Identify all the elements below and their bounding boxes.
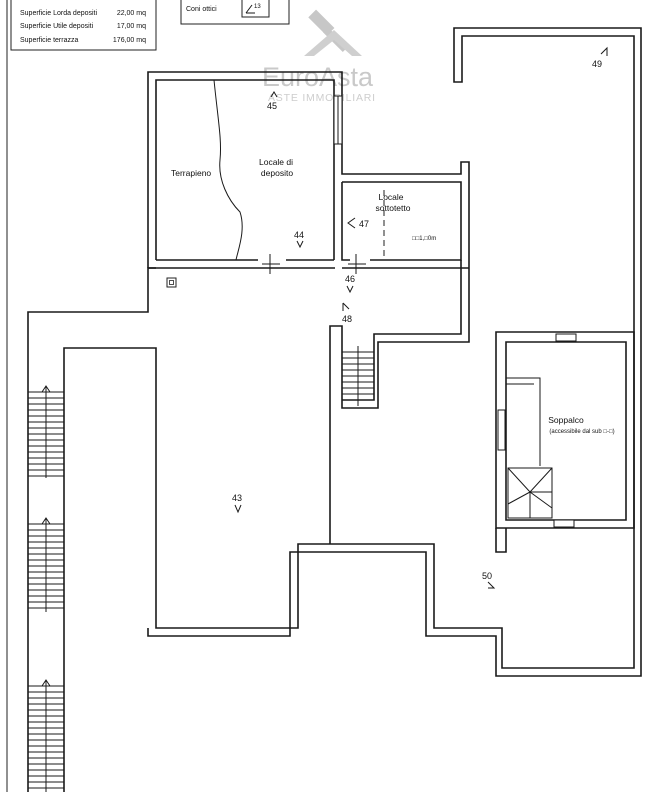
viewpoint-50: 50: [482, 571, 496, 589]
stair-soppalco: [507, 467, 553, 519]
embankment-boundary: [213, 79, 243, 261]
legend-row-value-3: 176,00 mq: [113, 37, 146, 44]
svg-text:47: 47: [359, 219, 369, 229]
svg-text:46: 46: [345, 274, 355, 284]
room-label-deposito-2: deposito: [261, 168, 293, 178]
door-markers: [262, 254, 366, 274]
svg-text:43: 43: [232, 493, 242, 503]
svg-text:50: 50: [482, 571, 492, 581]
room-label-sottotetto-2: sottotetto: [376, 203, 411, 213]
cone-legend: Coni ottici 13: [180, 0, 290, 25]
watermark-tagline: ASTE IMMOBILIARI: [268, 92, 376, 104]
stair-center: [342, 346, 374, 406]
watermark-brand: EuroAsta: [262, 62, 374, 92]
svg-text:44: 44: [294, 230, 304, 240]
gavel-icon: [304, 9, 362, 56]
viewpoint-48: 48: [342, 302, 352, 324]
room-label-sottotetto-1: Locale: [378, 192, 403, 202]
euroasta-watermark: EuroAsta ASTE IMMOBILIARI: [262, 9, 376, 104]
room-note-soppalco: (accessibile dal sub □-□): [549, 429, 614, 435]
legend-row-value-2: 17,00 mq: [117, 23, 146, 30]
legend-row-label-1: Superficie Lorda depositi: [20, 10, 97, 17]
svg-text:48: 48: [342, 314, 352, 324]
cone-legend-label: Coni ottici: [186, 6, 217, 13]
viewpoint-45: 45: [267, 91, 278, 111]
svg-text:49: 49: [592, 59, 602, 69]
surface-legend: Superficie Lorda depositi 22,00 mq Super…: [10, 0, 157, 51]
legend-row-label-3: Superficie terrazza: [20, 37, 78, 44]
column-square: [166, 277, 177, 288]
svg-text:45: 45: [267, 101, 277, 111]
cone-legend-number: 13: [254, 4, 261, 10]
room-height-sottotetto: □□1,□0m: [412, 236, 436, 242]
room-label-terrapieno: Terrapieno: [171, 168, 211, 178]
viewpoint-47: 47: [347, 217, 369, 229]
viewpoint-44: 44: [294, 230, 304, 249]
room-label-deposito-1: Locale di: [259, 157, 293, 167]
viewpoint-46: 46: [345, 274, 355, 294]
room-label-soppalco: Soppalco: [548, 415, 584, 425]
walls: [27, 27, 642, 792]
stair-left: [28, 385, 64, 792]
viewpoint-49: 49: [592, 46, 608, 69]
legend-row-value-1: 22,00 mq: [117, 10, 146, 17]
legend-row-label-2: Superficie Utile depositi: [20, 23, 94, 30]
viewpoint-43: 43: [232, 493, 242, 514]
